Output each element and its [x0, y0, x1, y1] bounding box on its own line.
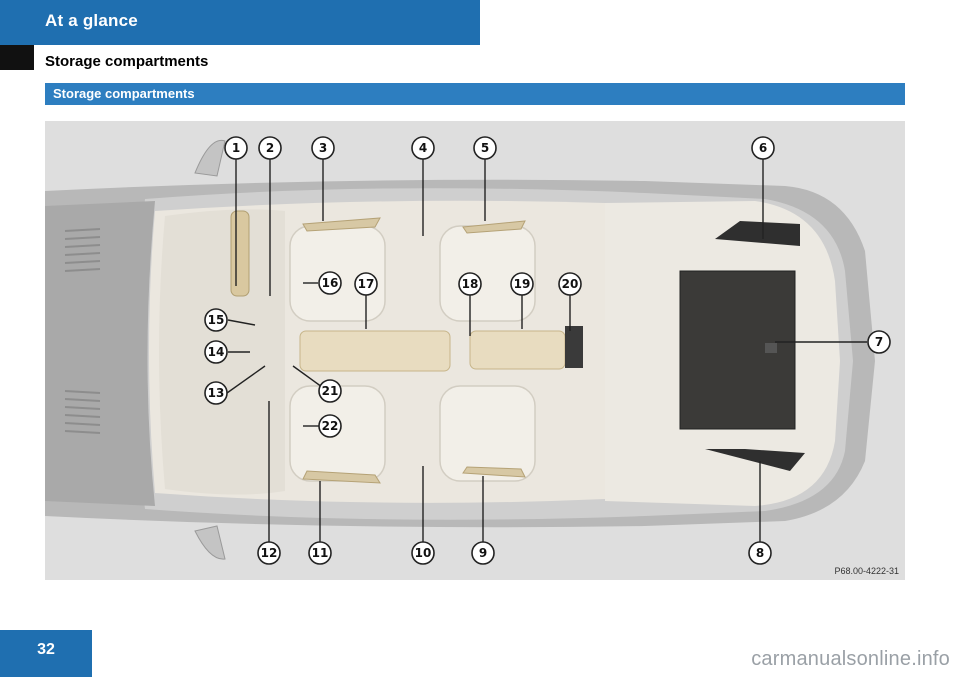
svg-text:21: 21	[322, 384, 339, 398]
callout-21: 21	[318, 379, 342, 403]
callout-7: 7	[867, 330, 891, 354]
hood	[45, 201, 155, 506]
cargo-left-bin	[715, 221, 800, 246]
svg-text:12: 12	[261, 546, 278, 560]
section-bar: Storage compartments	[45, 83, 905, 105]
cargo-handle	[765, 343, 777, 353]
svg-text:7: 7	[875, 335, 883, 349]
figure-code: P68.00-4222-31	[834, 566, 899, 576]
svg-text:14: 14	[208, 345, 225, 359]
left-mirror	[194, 139, 226, 177]
page-number: 32	[37, 641, 55, 658]
svg-text:1: 1	[232, 141, 240, 155]
svg-text:5: 5	[481, 141, 489, 155]
callout-17: 17	[354, 272, 378, 296]
rear-console	[469, 330, 566, 370]
callout-8: 8	[748, 541, 772, 565]
door-pockets	[302, 217, 526, 484]
front-console	[299, 330, 451, 372]
callout-10: 10	[411, 541, 435, 565]
callout-9: 9	[471, 541, 495, 565]
svg-text:9: 9	[479, 546, 487, 560]
callout-2: 2	[258, 136, 282, 160]
callout-13: 13	[204, 381, 228, 405]
watermark: carmanualsonline.info	[751, 648, 950, 670]
callout-20: 20	[558, 272, 582, 296]
page-number-box: 32	[0, 630, 92, 677]
svg-text:10: 10	[415, 546, 432, 560]
callout-11: 11	[308, 541, 332, 565]
callout-14: 14	[204, 340, 228, 364]
cargo-floor-cover	[679, 270, 796, 430]
svg-text:13: 13	[208, 386, 225, 400]
svg-text:6: 6	[759, 141, 767, 155]
section-title: Storage compartments	[53, 86, 195, 101]
rear-console-box	[565, 326, 583, 368]
glovebox	[230, 210, 250, 297]
callout-22: 22	[318, 414, 342, 438]
chapter-title: At a glance	[45, 11, 138, 30]
callout-3: 3	[311, 136, 335, 160]
chapter-tab: At a glance	[0, 0, 480, 45]
right-mirror	[194, 525, 226, 560]
corner-block	[0, 45, 34, 70]
svg-text:4: 4	[419, 141, 427, 155]
callout-19: 19	[510, 272, 534, 296]
svg-text:18: 18	[462, 277, 479, 291]
svg-text:3: 3	[319, 141, 327, 155]
svg-text:22: 22	[322, 419, 339, 433]
cargo-right-bin	[705, 449, 805, 471]
callout-16: 16	[318, 271, 342, 295]
leader-lines	[226, 159, 867, 542]
vehicle-storage-figure: 1 2 3 4 5 6 7 8 9 10 11 12 13 14 15 16 1…	[45, 121, 905, 580]
svg-text:15: 15	[208, 313, 225, 327]
callout-5: 5	[473, 136, 497, 160]
hood-vents	[64, 228, 101, 434]
callout-6: 6	[751, 136, 775, 160]
svg-text:20: 20	[562, 277, 579, 291]
svg-text:19: 19	[514, 277, 531, 291]
callout-18: 18	[458, 272, 482, 296]
callout-12: 12	[257, 541, 281, 565]
callout-1: 1	[224, 136, 248, 160]
callout-4: 4	[411, 136, 435, 160]
svg-text:16: 16	[322, 276, 339, 290]
callout-15: 15	[204, 308, 228, 332]
svg-text:11: 11	[312, 546, 329, 560]
svg-text:17: 17	[358, 277, 375, 291]
svg-text:2: 2	[266, 141, 274, 155]
svg-text:8: 8	[756, 546, 764, 560]
page-heading: Storage compartments	[45, 53, 209, 70]
vehicle-illustration: 1 2 3 4 5 6 7 8 9 10 11 12 13 14 15 16 1…	[45, 136, 891, 565]
